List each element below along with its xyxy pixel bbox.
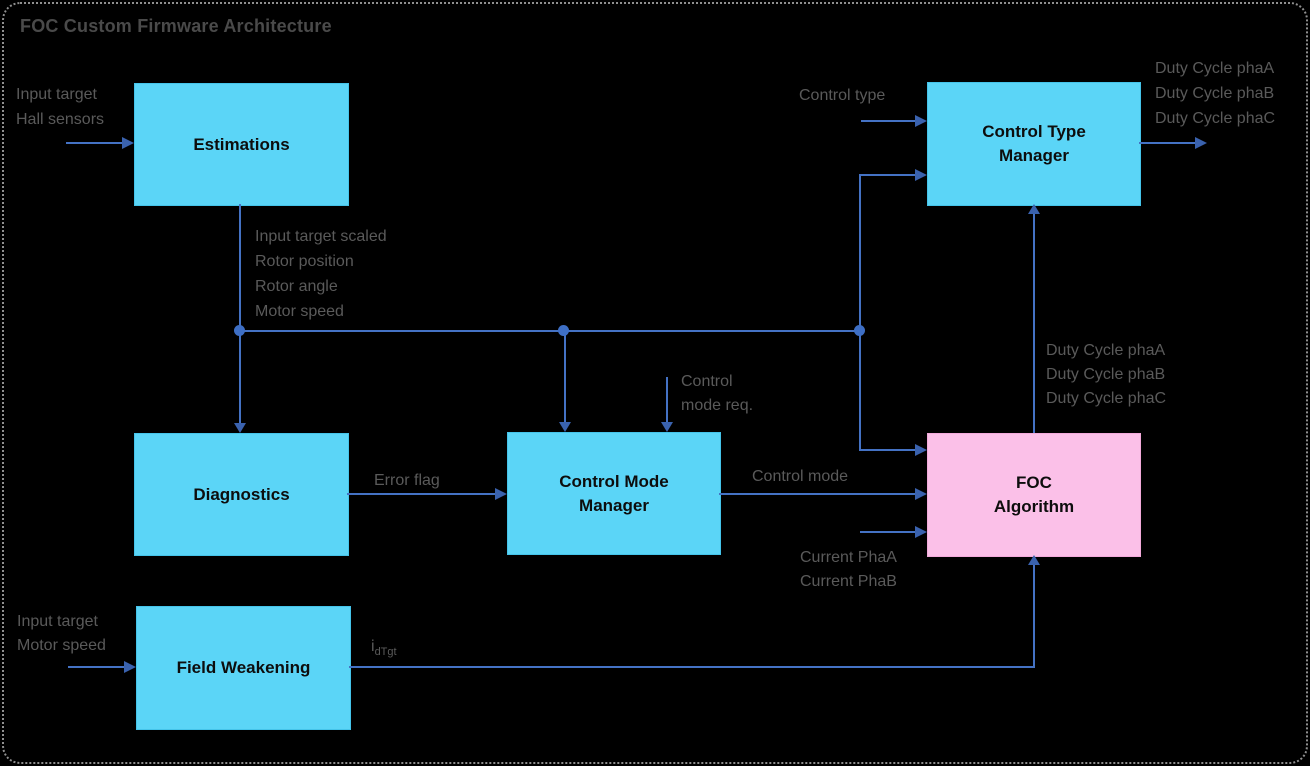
connector-bus-to-diagnostics — [239, 331, 241, 423]
connector-field-weakening-output-vertical — [1033, 565, 1035, 667]
connector-input-to-estimations — [66, 142, 122, 144]
junction-dot-middle — [558, 325, 569, 336]
arrowhead-input-to-field-weakening — [124, 661, 136, 673]
label-current-phaa: Current PhaA — [800, 549, 897, 566]
block-control-type-manager-label-line1: Control Type — [982, 122, 1086, 141]
label-fw-motor-speed: Motor speed — [17, 637, 106, 654]
label-input-target: Input target — [16, 86, 97, 103]
connector-bus-to-control-mode-manager — [564, 331, 566, 422]
block-estimations: Estimations — [134, 83, 349, 206]
label-id-target-base: i — [371, 638, 375, 655]
block-diagnostics: Diagnostics — [134, 433, 349, 556]
arrowhead-current-inputs — [915, 526, 927, 538]
connector-bus-to-foc-horizontal — [859, 449, 915, 451]
block-field-weakening-label: Field Weakening — [176, 658, 311, 677]
connector-control-type-manager-output — [1139, 142, 1195, 144]
label-rotor-position: Rotor position — [255, 253, 354, 270]
arrowhead-bus-to-foc — [915, 444, 927, 456]
block-estimations-label: Estimations — [193, 134, 290, 154]
connector-control-type-input — [861, 120, 915, 122]
block-control-type-manager-label-line2: Manager — [999, 146, 1069, 165]
label-current-inputs: Current PhaA Current PhaB — [800, 546, 897, 594]
label-current-phab: Current PhaB — [800, 573, 897, 590]
connector-bus-to-control-type-manager-horizontal — [859, 174, 915, 176]
label-estimations-inputs: Input target Hall sensors — [16, 82, 104, 132]
block-control-mode-manager-label-line1: Control Mode — [559, 471, 669, 491]
label-control-mode-req-line2: mode req. — [681, 397, 754, 414]
label-duty-cycle-phab-out: Duty Cycle phaB — [1155, 85, 1275, 102]
arrowhead-field-weakening-to-foc — [1028, 555, 1040, 565]
label-fw-input-target: Input target — [17, 613, 98, 630]
arrowhead-bus-to-diagnostics — [234, 423, 246, 433]
connector-control-mode-request — [666, 377, 668, 422]
block-control-mode-manager-label-line2: Manager — [579, 495, 649, 515]
diagram-title: FOC Custom Firmware Architecture — [20, 16, 332, 36]
arrowhead-foc-to-control-type-manager — [1028, 204, 1040, 214]
label-id-target: idTgt — [371, 634, 397, 665]
junction-dot-right — [854, 325, 865, 336]
arrowhead-input-to-estimations — [122, 137, 134, 149]
block-control-mode-manager: Control Mode Manager — [507, 432, 721, 555]
arrowhead-control-type-manager-output — [1195, 137, 1207, 149]
block-diagnostics-label: Diagnostics — [193, 484, 290, 504]
label-estimations-outputs: Input target scaled Rotor position Rotor… — [255, 224, 387, 324]
arrowhead-control-type-input — [915, 115, 927, 127]
label-duty-cycle-feedback: Duty Cycle phaA Duty Cycle phaB Duty Cyc… — [1046, 339, 1166, 411]
connector-error-flag — [347, 493, 495, 495]
connector-foc-to-control-type-manager — [1033, 214, 1035, 433]
label-duty-cycle-phaa-fb: Duty Cycle phaA — [1046, 342, 1166, 359]
connector-estimations-down — [239, 204, 241, 331]
label-hall-sensors: Hall sensors — [16, 111, 105, 128]
connector-bus-to-foc-vertical — [859, 331, 861, 450]
label-duty-cycle-phac-fb: Duty Cycle phaC — [1046, 390, 1167, 407]
arrowhead-bus-to-control-type-manager — [915, 169, 927, 181]
arrowhead-error-flag — [495, 488, 507, 500]
connector-control-mode — [719, 493, 915, 495]
label-input-target-scaled: Input target scaled — [255, 228, 387, 245]
label-duty-cycle-phac-out: Duty Cycle phaC — [1155, 110, 1276, 127]
label-control-type: Control type — [799, 87, 886, 104]
block-foc-algorithm: FOC Algorithm — [927, 433, 1141, 557]
block-foc-algorithm-label-line1: FOC — [1016, 473, 1052, 492]
label-duty-cycle-outputs: Duty Cycle phaA Duty Cycle phaB Duty Cyc… — [1155, 56, 1275, 131]
label-motor-speed: Motor speed — [255, 303, 344, 320]
arrowhead-bus-to-control-mode-manager — [559, 422, 571, 432]
arrowhead-control-mode — [915, 488, 927, 500]
label-duty-cycle-phaa-out: Duty Cycle phaA — [1155, 60, 1275, 77]
connector-current-inputs — [860, 531, 915, 533]
label-duty-cycle-phab-fb: Duty Cycle phaB — [1046, 366, 1166, 383]
block-field-weakening: Field Weakening — [136, 606, 351, 730]
label-error-flag: Error flag — [374, 472, 440, 489]
label-id-target-subscript: dTgt — [374, 646, 397, 658]
connector-field-weakening-output-horizontal — [349, 666, 1035, 668]
connector-estimations-bus — [239, 330, 861, 332]
block-foc-algorithm-label-line2: Algorithm — [993, 497, 1075, 516]
block-control-type-manager: Control Type Manager — [927, 82, 1141, 206]
label-control-mode: Control mode — [752, 468, 849, 485]
label-control-mode-request: Control mode req. — [681, 370, 753, 418]
label-field-weakening-inputs: Input target Motor speed — [17, 610, 106, 658]
connector-input-to-field-weakening — [68, 666, 124, 668]
junction-dot-left — [234, 325, 245, 336]
label-rotor-angle: Rotor angle — [255, 278, 338, 295]
arrowhead-control-mode-request — [661, 422, 673, 432]
connector-bus-to-control-type-manager-vertical — [859, 175, 861, 331]
label-control-mode-req-line1: Control — [681, 373, 733, 390]
